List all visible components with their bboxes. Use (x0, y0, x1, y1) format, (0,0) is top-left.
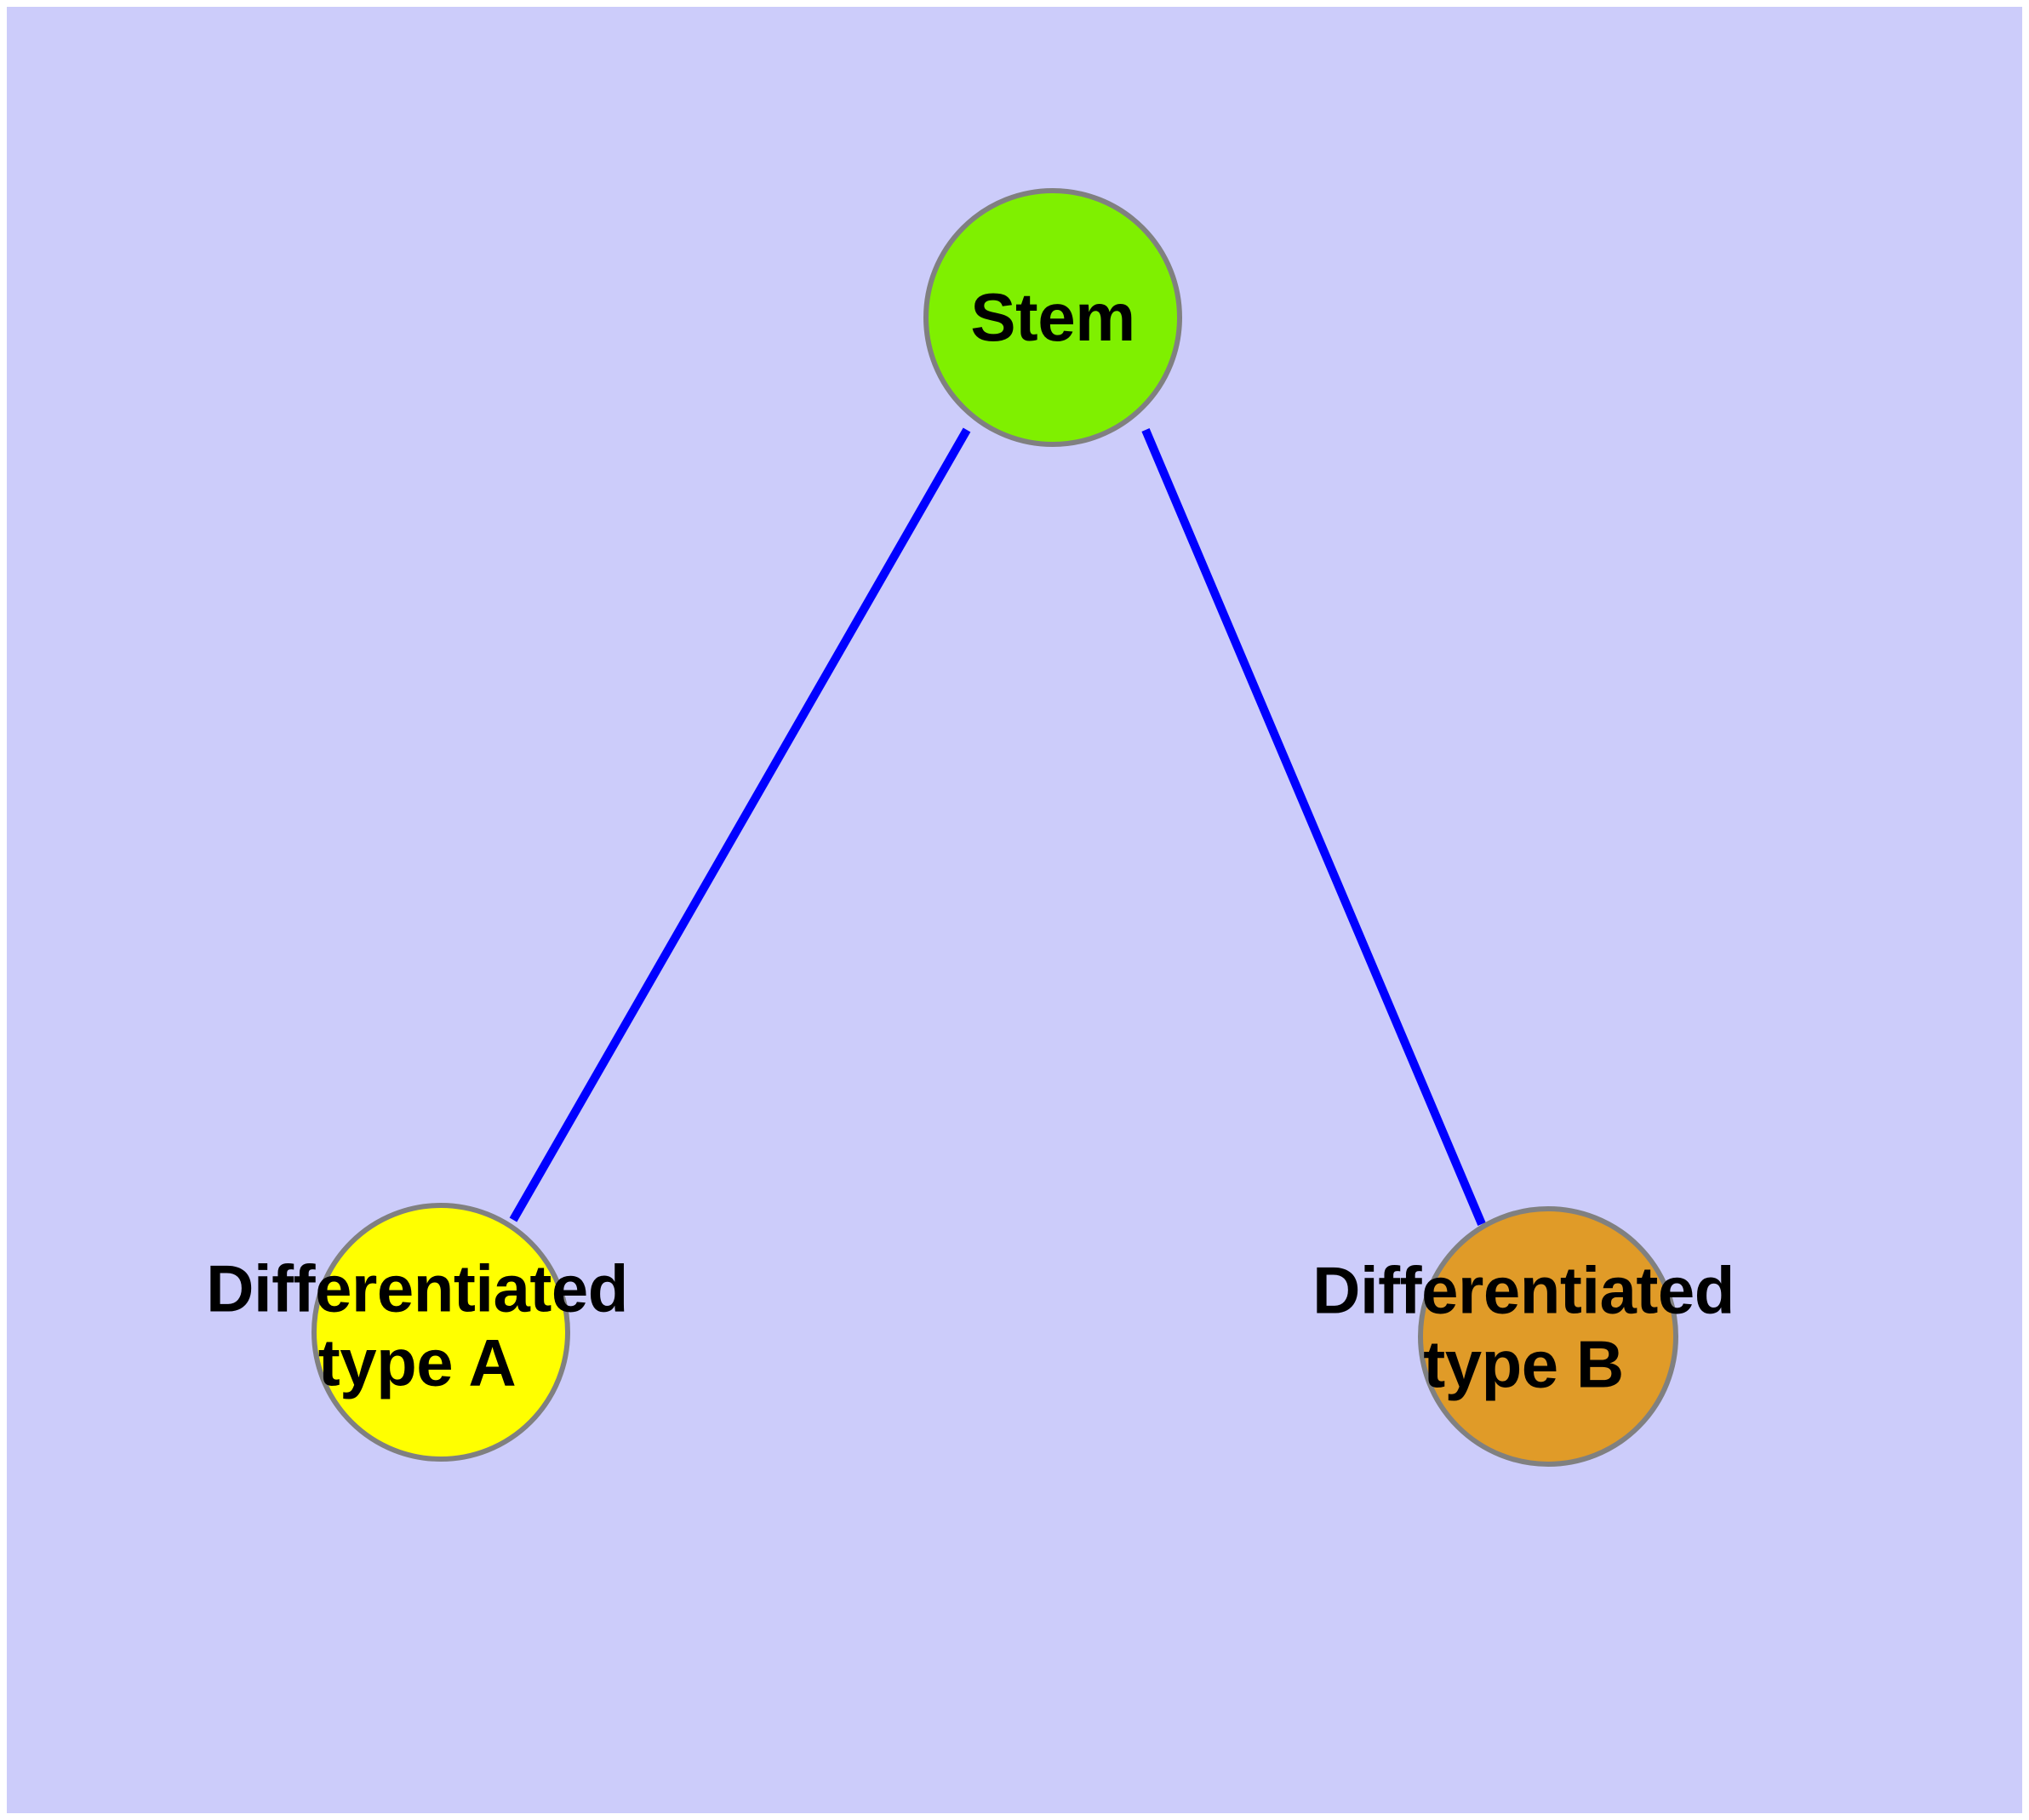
edge-stem-to-type-a (509, 427, 971, 1222)
edge-stem-to-type-b (1141, 428, 1486, 1226)
graph-svg (311, 188, 1678, 1467)
node-differentiated-type-a[interactable] (311, 1203, 570, 1462)
node-stem[interactable] (923, 188, 1182, 447)
node-layer (311, 188, 1678, 1467)
edge-layer (509, 427, 1486, 1226)
node-differentiated-type-b[interactable] (1418, 1206, 1678, 1467)
